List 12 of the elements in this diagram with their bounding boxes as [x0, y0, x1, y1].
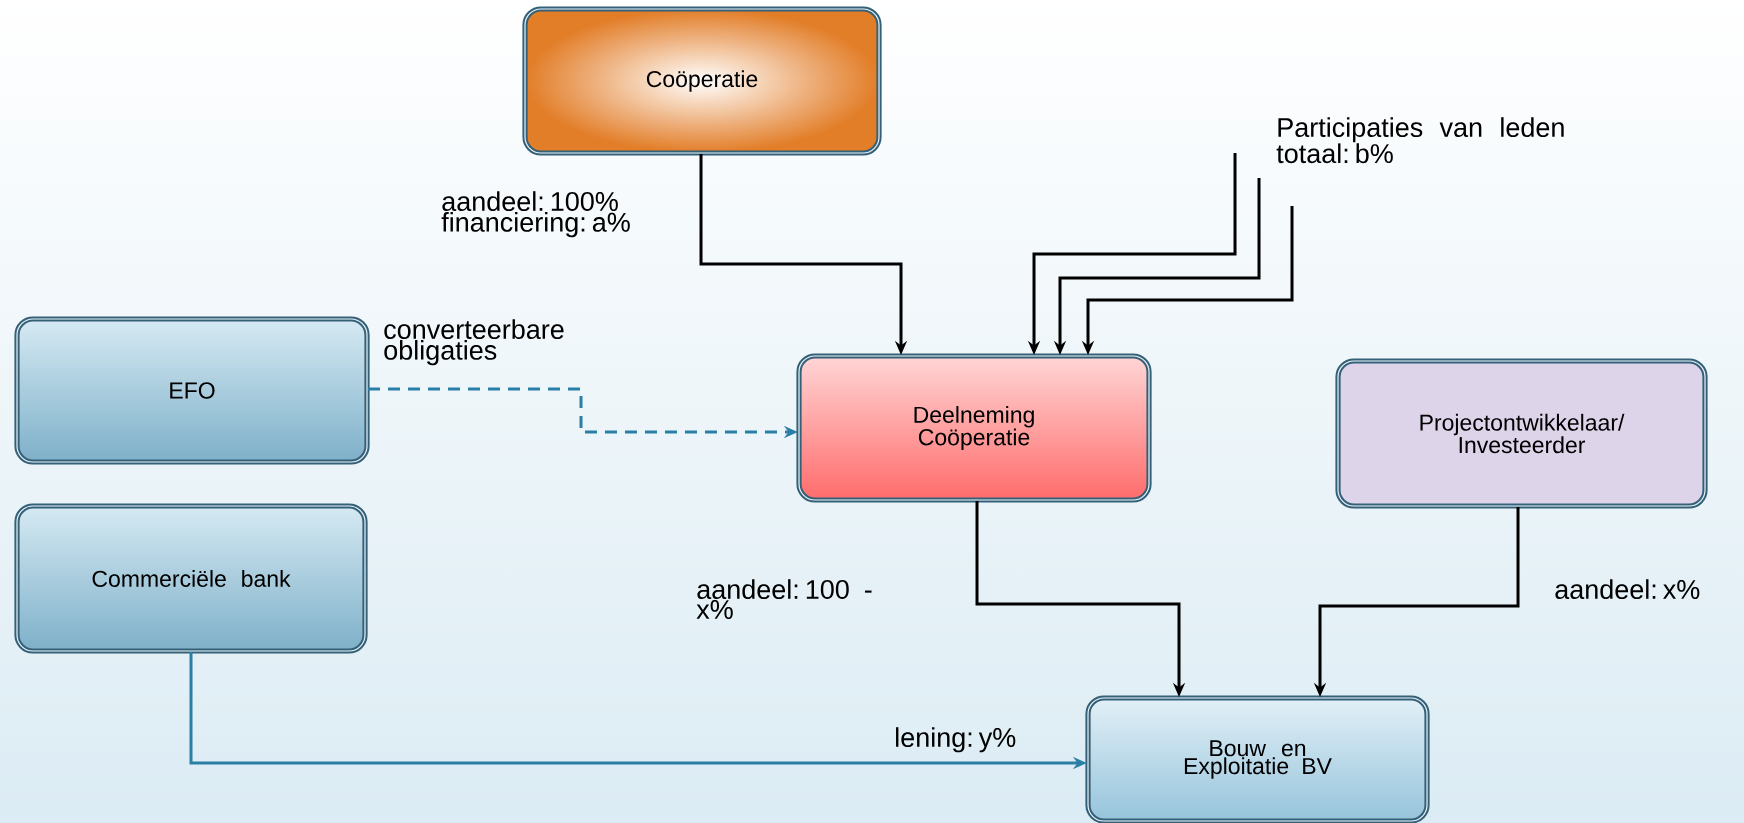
process-box: Coöperatie — [522, 6, 882, 156]
edge-label: aandeel: 100% financiering: a% — [441, 191, 630, 238]
process-box: Projectontwikkelaar/ Investeerder — [1335, 358, 1708, 509]
process-box: EFO — [14, 316, 370, 465]
process-box: Bouw en Exploitatie BV — [1085, 695, 1430, 823]
edge-label: lening: y% — [896, 727, 1016, 753]
process-box: Commerciële bank — [14, 503, 368, 654]
process-box: Deelneming Coöperatie — [796, 353, 1152, 503]
edge-label: aandeel: 100 - x% — [696, 579, 872, 619]
annotation-text: Participaties van leden totaal: b% — [1276, 117, 1564, 164]
edge-label: converteerbare obligaties — [384, 319, 564, 366]
edge-label: aandeel: x% — [1555, 579, 1700, 600]
